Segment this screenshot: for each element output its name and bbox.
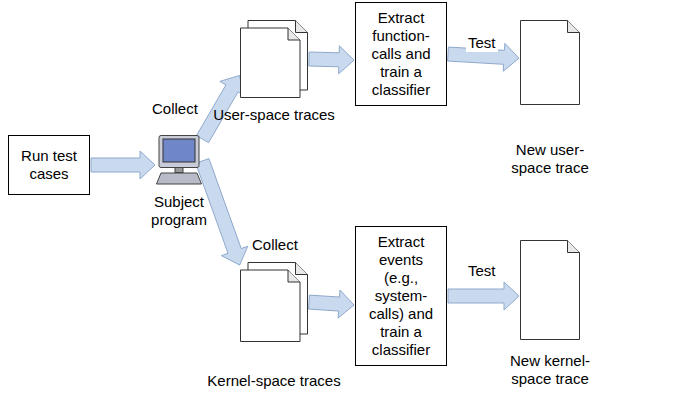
- computer-icon: Subject program: [156, 135, 202, 185]
- block-arrow: [309, 46, 354, 74]
- edge-label: Collect: [250, 236, 300, 254]
- screen: [163, 139, 195, 162]
- page-fold: [288, 28, 300, 40]
- computer-icon-graphic: [156, 135, 202, 185]
- monitor: [159, 136, 199, 168]
- icon-label: Subject program: [139, 193, 219, 229]
- process-box: Extract function-calls and train a class…: [355, 2, 447, 106]
- document-page: [521, 21, 580, 105]
- page-fold: [296, 21, 308, 33]
- block-arrow: [448, 282, 519, 310]
- document-stack-graphic: [240, 262, 308, 342]
- document-stack-graphic: [240, 20, 308, 98]
- keyboard-base: [157, 173, 202, 184]
- box-text: Extract events (e.g., system-calls) and …: [360, 233, 442, 359]
- page-fold: [296, 263, 308, 275]
- page-fold: [288, 270, 300, 282]
- icon-label: New user-space trace: [508, 141, 592, 177]
- icon-label: New kernel-space trace: [508, 352, 592, 388]
- document-icon-graphic: [520, 20, 580, 105]
- box-text: Extract function-calls and train a class…: [360, 9, 442, 99]
- block-arrow: [309, 290, 354, 318]
- page-fold: [568, 241, 580, 253]
- edge-label: Collect: [150, 100, 200, 118]
- edge-label: Test: [466, 262, 498, 280]
- document-stack: Kernel-space traces: [240, 262, 308, 342]
- monitor-neck: [175, 168, 183, 173]
- process-box: Extract events (e.g., system-calls) and …: [355, 226, 447, 366]
- edge-label: Test: [466, 34, 498, 52]
- document-icon: New kernel-space trace: [520, 240, 580, 340]
- icon-label: User-space traces: [204, 106, 344, 124]
- page-fold: [568, 21, 580, 33]
- document-page: [241, 28, 301, 98]
- document-page: [521, 241, 580, 340]
- box-text: Run test cases: [13, 147, 85, 183]
- icon-label: Kernel-space traces: [204, 372, 344, 390]
- block-arrow: [91, 151, 155, 179]
- process-box: Run test cases: [8, 135, 90, 195]
- document-icon: New user-space trace: [520, 20, 580, 105]
- document-stack: User-space traces: [240, 20, 308, 98]
- document-page: [241, 270, 301, 342]
- document-icon-graphic: [520, 240, 580, 340]
